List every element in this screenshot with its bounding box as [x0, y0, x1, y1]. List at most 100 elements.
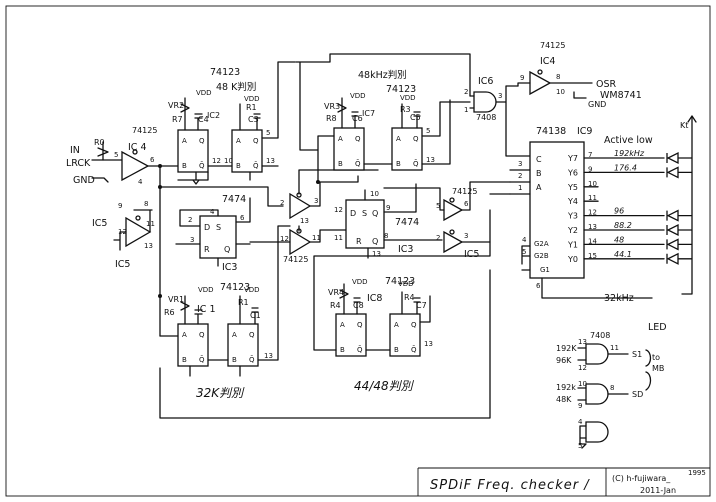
- svg-text:3: 3: [464, 232, 468, 240]
- mb-dest: MB: [652, 364, 664, 373]
- svg-text:Q: Q: [224, 245, 230, 254]
- svg-text:9: 9: [520, 74, 524, 82]
- svg-text:12: 12: [212, 157, 221, 165]
- svg-text:3: 3: [518, 160, 522, 168]
- r0-resistor: [97, 141, 109, 161]
- svg-text:VDD: VDD: [244, 286, 260, 294]
- svg-text:A: A: [338, 135, 343, 143]
- freq-label: 176.4: [614, 163, 637, 172]
- svg-text:Q̄: Q̄: [199, 161, 205, 170]
- svg-text:Q: Q: [199, 331, 205, 339]
- ic4-id: IC 4: [128, 142, 147, 153]
- ic4b-id: IC4: [540, 56, 555, 67]
- r6-label: R6: [164, 308, 175, 317]
- ic8-part: 74123: [385, 276, 415, 287]
- svg-text:3: 3: [314, 197, 318, 205]
- svg-text:10: 10: [224, 157, 233, 165]
- pin-number: 13: [588, 223, 597, 231]
- led-diode: [666, 166, 692, 179]
- ic4-pin6: 6: [150, 156, 155, 164]
- svg-text:11: 11: [334, 234, 343, 242]
- vr2-label: VR2: [168, 101, 184, 110]
- svg-text:VDD: VDD: [352, 278, 368, 286]
- freq-label: 88.2: [614, 221, 632, 230]
- osr-label: OSR: [596, 79, 617, 90]
- led-diode: [666, 223, 692, 237]
- svg-text:Q: Q: [372, 237, 378, 246]
- in-label: IN: [70, 145, 80, 156]
- svg-text:5: 5: [522, 248, 526, 256]
- input-gnd-label: GND: [73, 175, 95, 186]
- svg-text:6: 6: [240, 214, 245, 222]
- ic2-part: 74123: [210, 67, 240, 78]
- ic3-part-right: 7474: [395, 217, 419, 228]
- pin-y4: Y4: [567, 197, 578, 206]
- ic6-and-gate: IC6 7408 2 1 3: [464, 76, 531, 157]
- svg-text:VDD: VDD: [244, 95, 260, 103]
- ic1-one-shot: 74123 IC 1 32K判別 A B Q Q̄ A B Q Q̄ VR1 R…: [158, 225, 291, 400]
- c5-label: C5: [410, 113, 421, 122]
- ic4b-part: 74125: [540, 41, 565, 50]
- svg-text:Q: Q: [372, 209, 378, 218]
- svg-text:1: 1: [518, 184, 522, 192]
- svg-text:VDD: VDD: [400, 94, 416, 102]
- svg-text:Q̄: Q̄: [413, 159, 419, 168]
- svg-text:Q̄: Q̄: [199, 355, 205, 364]
- svg-text:2: 2: [518, 172, 522, 180]
- ic9-id: IC9: [577, 126, 592, 137]
- svg-text:10: 10: [578, 380, 587, 388]
- ic7-part: 74123: [386, 84, 416, 95]
- mb-a2: 96K: [556, 356, 572, 365]
- svg-text:VR3: VR3: [324, 102, 340, 111]
- svg-text:D: D: [204, 223, 210, 232]
- ic9-g2a: G2A: [534, 240, 549, 248]
- ic8-note: 44/48判別: [354, 379, 415, 393]
- r4-label: R4: [330, 301, 341, 310]
- svg-text:Q̄: Q̄: [411, 345, 417, 354]
- svg-text:B: B: [236, 162, 241, 170]
- svg-text:1: 1: [464, 106, 468, 114]
- led-diode: [666, 151, 692, 165]
- ic7-one-shot: 74123 48kHz判別 IC7 A B Q Q̄ A B Q Q̄ VR3 …: [295, 53, 471, 184]
- svg-text:Q̄: Q̄: [249, 355, 255, 364]
- ic5-pin9: 9: [118, 202, 122, 210]
- svg-text:8: 8: [556, 73, 560, 81]
- ic5-gate-id: IC5: [464, 249, 479, 260]
- pin-number: 7: [588, 151, 592, 159]
- svg-text:6: 6: [536, 282, 541, 290]
- c4-label: C4: [198, 115, 209, 124]
- svg-text:2: 2: [436, 234, 440, 242]
- svg-text:9: 9: [578, 402, 582, 410]
- ic4-enable-bubble: [132, 149, 138, 155]
- svg-text:B: B: [232, 356, 237, 364]
- svg-text:B: B: [182, 356, 187, 364]
- svg-text:Q: Q: [357, 321, 363, 329]
- svg-text:B: B: [338, 160, 343, 168]
- ic9-input-b: B: [536, 169, 542, 178]
- r0-label: R0: [94, 138, 105, 147]
- svg-text:2: 2: [280, 199, 284, 207]
- kt-label: Kt: [680, 121, 688, 130]
- ic4-pin4: 4: [138, 178, 143, 186]
- mb-a1: 192K: [556, 344, 577, 353]
- mb-b1: 192k: [556, 383, 576, 392]
- svg-text:3: 3: [498, 92, 502, 100]
- pin-y3: Y3: [567, 212, 578, 221]
- ic5-label: IC5: [92, 218, 107, 229]
- svg-text:2: 2: [464, 88, 468, 96]
- vr4-label: VR4: [328, 288, 344, 297]
- ic5-pin8: 8: [144, 200, 148, 208]
- year-original: 1995: [688, 469, 706, 477]
- ic1-note: 32K判別: [196, 386, 245, 400]
- ic9-g2b: G2B: [534, 252, 549, 260]
- ic9-input-c: C: [536, 155, 542, 164]
- input-section: IN LRCK GND R0 74125 IC 4 5 6 4: [66, 126, 284, 337]
- svg-text:4: 4: [578, 418, 583, 426]
- svg-text:R: R: [356, 237, 362, 246]
- svg-text:Q: Q: [199, 137, 205, 145]
